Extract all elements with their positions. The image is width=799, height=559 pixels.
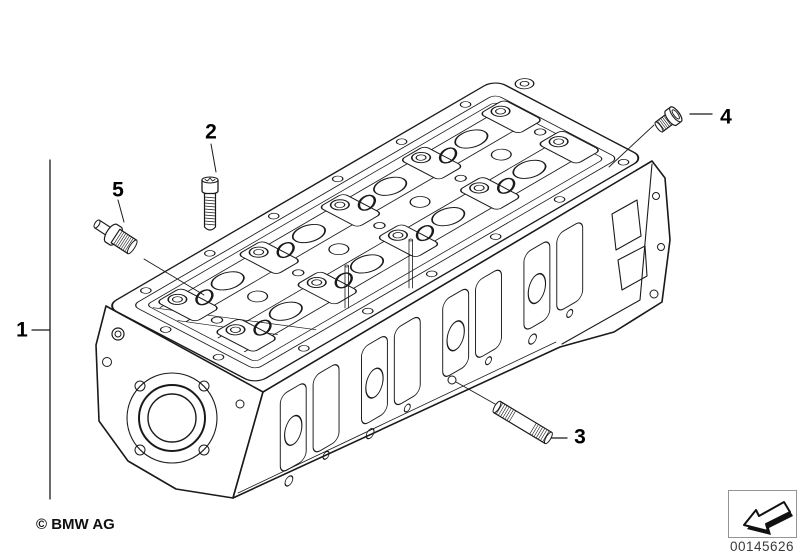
stud-hole bbox=[447, 375, 457, 385]
plug-part-5-drawing bbox=[93, 219, 138, 255]
cylinder-head-front-face bbox=[232, 160, 671, 499]
arrow-down-left-icon bbox=[743, 501, 793, 535]
callout-4[interactable]: 4 bbox=[720, 105, 732, 129]
part-number: 00145626 bbox=[729, 539, 795, 554]
bolt-part-2-drawing bbox=[201, 176, 219, 231]
cylinder-head-left-face bbox=[95, 305, 264, 499]
callout-3[interactable]: 3 bbox=[574, 425, 586, 449]
callout-5[interactable]: 5 bbox=[112, 178, 124, 202]
leader-lines bbox=[117, 113, 713, 439]
stud-part-3-drawing bbox=[492, 400, 553, 445]
copyright-text: © BMW AG bbox=[36, 516, 115, 533]
plug-part-4-drawing bbox=[654, 106, 683, 133]
callout-2[interactable]: 2 bbox=[205, 120, 217, 144]
stamp-icon-box bbox=[728, 490, 797, 538]
dowel-pins bbox=[344, 238, 413, 309]
cylinder-head-top-deck bbox=[111, 78, 640, 382]
callout-1[interactable]: 1 bbox=[16, 318, 28, 342]
callout-1-bracket-line bbox=[31, 159, 51, 500]
